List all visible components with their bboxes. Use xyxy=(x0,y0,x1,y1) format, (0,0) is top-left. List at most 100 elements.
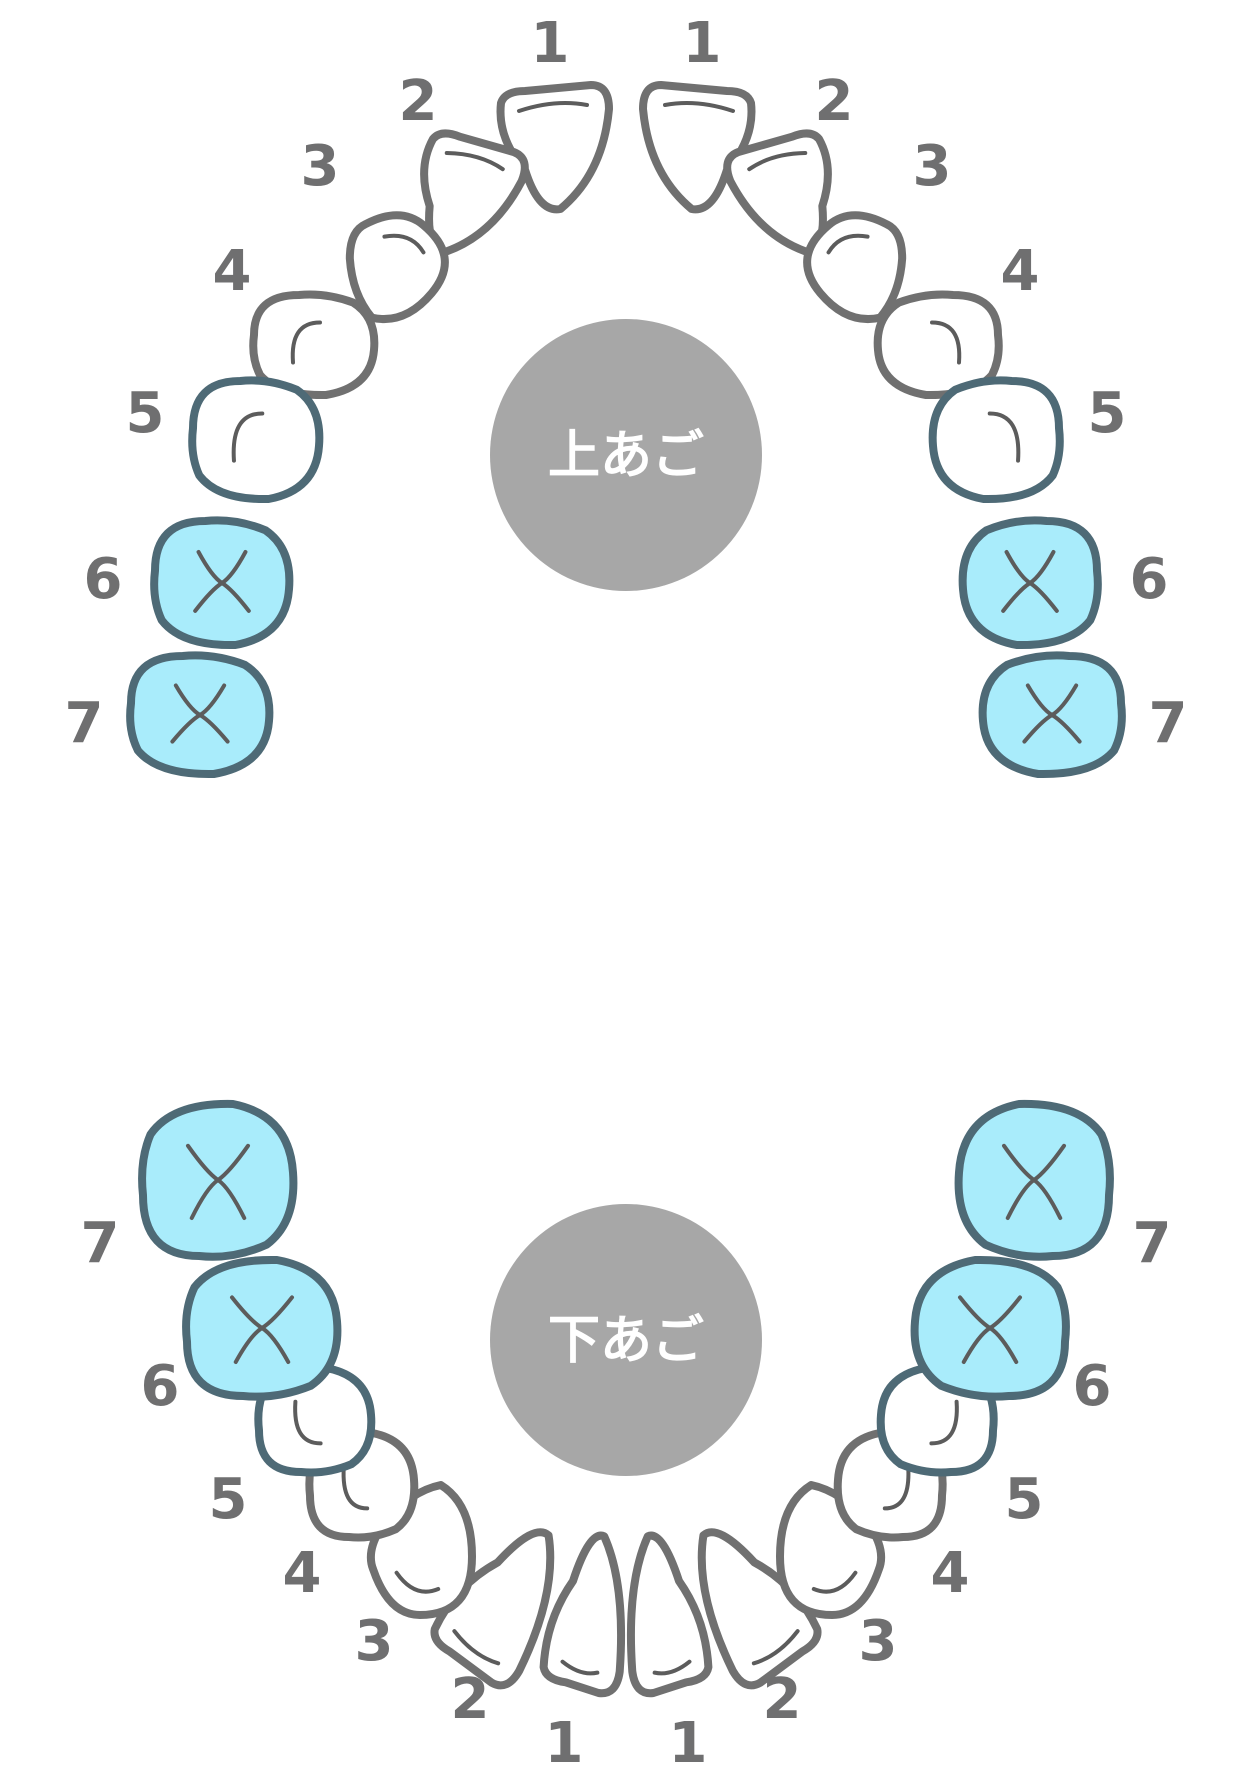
upper-tooth-number-right-5: 5 xyxy=(1088,381,1127,446)
lower-tooth-number-right-6: 6 xyxy=(1073,1354,1112,1419)
upper-tooth-left-5[interactable] xyxy=(188,376,324,504)
upper-tooth-right-7[interactable] xyxy=(978,651,1126,779)
upper-tooth-right-4[interactable] xyxy=(873,290,1003,400)
upper-tooth-right-2[interactable] xyxy=(721,122,857,269)
lower-jaw-label: 下あご xyxy=(548,1311,704,1371)
lower-tooth-left-7-groove-3 xyxy=(186,1143,220,1182)
lower-jaw-circle xyxy=(490,1204,762,1476)
upper-tooth-right-2-groove-1 xyxy=(747,151,808,172)
lower-tooth-right-4-groove-1 xyxy=(882,1464,911,1511)
lower-tooth-left-1[interactable] xyxy=(539,1530,638,1698)
upper-tooth-right-4-groove-1 xyxy=(930,320,962,365)
upper-tooth-right-3-crown xyxy=(803,211,907,324)
upper-tooth-number-right-2: 2 xyxy=(815,69,854,134)
upper-tooth-right-5-groove-1 xyxy=(987,411,1021,463)
upper-tooth-left-4-groove-1 xyxy=(290,320,322,365)
lower-tooth-number-right-3: 3 xyxy=(859,1609,898,1674)
lower-tooth-right-2[interactable] xyxy=(667,1509,827,1692)
lower-tooth-left-7-groove-2 xyxy=(216,1178,247,1220)
upper-tooth-number-left-4: 4 xyxy=(213,239,252,304)
upper-tooth-number-left-5: 5 xyxy=(126,381,165,446)
lower-tooth-right-7-groove-2 xyxy=(1005,1178,1036,1220)
lower-tooth-right-7-groove-4 xyxy=(1002,1143,1036,1182)
upper-tooth-left-2-groove-1 xyxy=(444,151,505,172)
lower-tooth-number-right-4: 4 xyxy=(931,1541,970,1606)
lower-tooth-left-6-groove-2 xyxy=(260,1326,291,1364)
upper-tooth-right-6-groove-4 xyxy=(1001,581,1032,613)
lower-tooth-left-3-groove-1 xyxy=(394,1570,441,1594)
lower-tooth-number-left-1: 1 xyxy=(545,1711,584,1773)
upper-tooth-number-left-1: 1 xyxy=(531,11,570,76)
upper-tooth-left-4[interactable] xyxy=(249,290,379,400)
lower-tooth-right-1-crown xyxy=(626,1531,713,1698)
upper-tooth-number-right-7: 7 xyxy=(1149,691,1188,756)
lower-tooth-right-7-groove-1 xyxy=(1032,1178,1063,1220)
upper-tooth-right-1-groove-1 xyxy=(663,101,735,113)
upper-tooth-right-5-crown xyxy=(928,376,1064,504)
lower-tooth-number-right-2: 2 xyxy=(763,1667,802,1732)
lower-tooth-left-1-crown xyxy=(539,1531,626,1698)
lower-tooth-left-7-groove-4 xyxy=(216,1143,250,1182)
lower-tooth-left-7[interactable] xyxy=(138,1099,298,1261)
lower-tooth-left-2[interactable] xyxy=(425,1509,585,1692)
lower-tooth-right-2-groove-1 xyxy=(751,1629,800,1666)
upper-tooth-number-left-7: 7 xyxy=(65,691,104,756)
upper-tooth-left-6[interactable] xyxy=(150,516,294,650)
upper-tooth-right-3-groove-1 xyxy=(826,233,870,255)
upper-tooth-left-7-groove-3 xyxy=(170,713,202,744)
upper-tooth-number-left-6: 6 xyxy=(84,547,123,612)
upper-tooth-right-6-groove-3 xyxy=(1028,581,1059,613)
lower-tooth-left-6-groove-3 xyxy=(230,1295,264,1330)
upper-tooth-number-right-4: 4 xyxy=(1001,239,1040,304)
upper-tooth-right-7-groove-3 xyxy=(1050,713,1082,744)
upper-tooth-right-4-crown xyxy=(873,290,1003,400)
lower-tooth-left-6-groove-4 xyxy=(260,1295,294,1330)
lower-tooth-number-right-1: 1 xyxy=(669,1711,708,1773)
upper-tooth-left-5-groove-1 xyxy=(231,411,265,463)
upper-tooth-left-3-groove-1 xyxy=(382,233,426,255)
upper-tooth-left-6-groove-4 xyxy=(220,581,251,613)
lower-tooth-number-left-3: 3 xyxy=(355,1609,394,1674)
upper-tooth-left-5-crown xyxy=(188,376,324,504)
upper-jaw-circle xyxy=(490,319,762,591)
upper-tooth-left-2-crown xyxy=(420,129,529,256)
upper-tooth-left-7[interactable] xyxy=(126,651,274,779)
lower-tooth-right-2-crown xyxy=(697,1528,822,1690)
upper-tooth-left-3[interactable] xyxy=(320,195,461,337)
lower-tooth-left-5-groove-1 xyxy=(293,1399,323,1446)
lower-tooth-right-7[interactable] xyxy=(954,1099,1114,1261)
lower-tooth-left-2-groove-1 xyxy=(452,1629,501,1666)
lower-tooth-right-5-groove-1 xyxy=(929,1399,959,1446)
lower-tooth-right-6-groove-2 xyxy=(961,1326,992,1364)
upper-tooth-number-right-6: 6 xyxy=(1130,547,1169,612)
lower-tooth-left-1-groove-1 xyxy=(560,1659,600,1676)
lower-tooth-left-7-groove-1 xyxy=(189,1178,220,1220)
lower-tooth-left-4-groove-1 xyxy=(341,1464,370,1511)
lower-tooth-right-6[interactable] xyxy=(910,1255,1070,1401)
upper-tooth-number-right-3: 3 xyxy=(913,134,952,199)
upper-tooth-number-left-2: 2 xyxy=(399,69,438,134)
lower-tooth-left-6[interactable] xyxy=(182,1255,342,1401)
lower-tooth-number-left-2: 2 xyxy=(451,1667,490,1732)
upper-tooth-number-left-3: 3 xyxy=(301,134,340,199)
lower-tooth-number-right-5: 5 xyxy=(1005,1467,1044,1532)
upper-tooth-left-4-crown xyxy=(249,290,379,400)
upper-tooth-right-5[interactable] xyxy=(928,376,1064,504)
lower-tooth-right-3-groove-1 xyxy=(811,1570,858,1594)
upper-tooth-right-6[interactable] xyxy=(958,516,1102,650)
upper-tooth-right-2-crown xyxy=(723,129,832,256)
upper-tooth-right-3[interactable] xyxy=(790,195,931,337)
upper-tooth-number-right-1: 1 xyxy=(683,11,722,76)
upper-tooth-left-2[interactable] xyxy=(395,122,531,269)
lower-tooth-right-1-groove-1 xyxy=(652,1659,692,1676)
lower-tooth-number-right-7: 7 xyxy=(1133,1211,1172,1276)
upper-tooth-left-6-groove-3 xyxy=(193,581,224,613)
upper-tooth-left-1-groove-1 xyxy=(517,101,589,113)
lower-tooth-left-2-crown xyxy=(430,1528,555,1690)
lower-tooth-right-1[interactable] xyxy=(614,1530,713,1698)
lower-tooth-right-7-groove-3 xyxy=(1032,1143,1066,1182)
